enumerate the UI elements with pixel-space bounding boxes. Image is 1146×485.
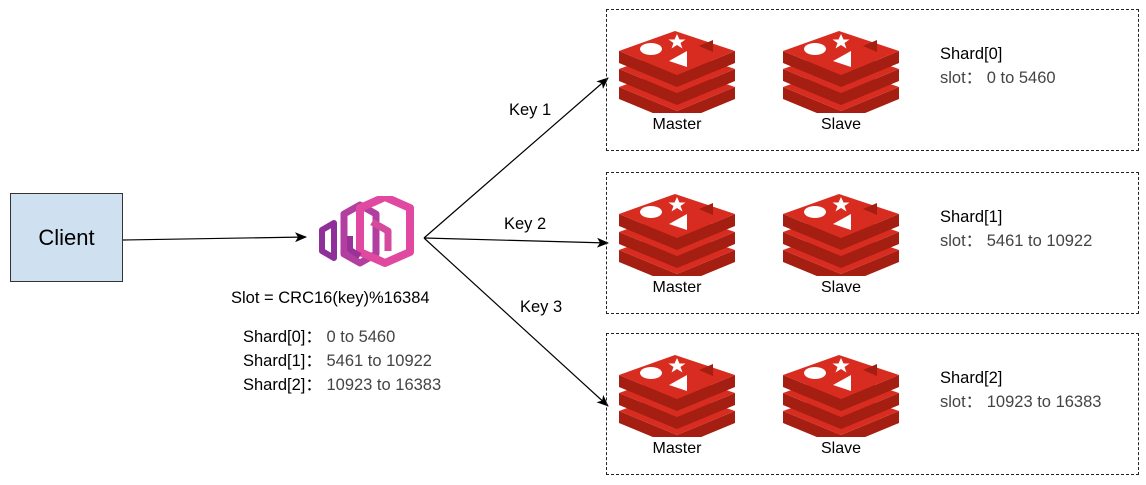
shard-slot-range: slot： 5461 to 10922 bbox=[940, 232, 1093, 250]
key2-arrow bbox=[423, 237, 609, 248]
slot-formula: Slot = CRC16(key)%16384 bbox=[231, 289, 430, 307]
shard-name: Shard[2] bbox=[940, 369, 1003, 387]
key2-label: Key 2 bbox=[504, 215, 547, 233]
slot-map-row-0: Shard[0]： 0 to 5460 bbox=[243, 325, 441, 349]
shard-slot-range: slot： 0 to 5460 bbox=[940, 69, 1056, 87]
shard-2-master-node[interactable]: Master bbox=[615, 337, 739, 461]
envoy-proxy-icon bbox=[319, 196, 414, 267]
redis-icon bbox=[783, 194, 899, 276]
shard-0-title: Shard[0] slot： 0 to 5460 bbox=[940, 42, 1056, 90]
slot-map-sep: ： bbox=[305, 376, 322, 394]
slave-label: Slave bbox=[820, 440, 862, 457]
slot-map-shard: Shard[0] bbox=[243, 328, 306, 346]
client-box[interactable]: Client bbox=[10, 193, 123, 282]
key1-arrow bbox=[423, 77, 609, 239]
master-label: Master bbox=[652, 116, 702, 133]
master-label: Master bbox=[652, 279, 702, 296]
slot-map-range: 0 to 5460 bbox=[326, 328, 396, 346]
redis-icon bbox=[783, 355, 899, 437]
shard-2-group[interactable]: Master Slave Shard[2] slot： 10923 to 163… bbox=[606, 333, 1139, 475]
shard-1-slave-node[interactable]: Slave bbox=[779, 176, 903, 300]
key3-arrow bbox=[423, 237, 609, 407]
slot-map-shard: Shard[1] bbox=[243, 352, 306, 370]
slot-map-row-2: Shard[2]： 10923 to 16383 bbox=[243, 373, 441, 397]
shard-0-slave-node[interactable]: Slave bbox=[779, 13, 903, 137]
slot-map-range: 5461 to 10922 bbox=[326, 352, 432, 370]
slave-label: Slave bbox=[820, 116, 862, 133]
shard-0-master-node[interactable]: Master bbox=[615, 13, 739, 137]
shard-1-group[interactable]: Master Slave Shard[1] slot： 5461 to 1092… bbox=[606, 172, 1139, 314]
shard-name: Shard[0] bbox=[940, 45, 1003, 63]
shard-slot-range: slot： 10923 to 16383 bbox=[940, 393, 1102, 411]
redis-icon bbox=[619, 355, 735, 437]
redis-icon bbox=[619, 194, 735, 276]
key3-label: Key 3 bbox=[520, 298, 563, 316]
redis-icon bbox=[619, 31, 735, 113]
shard-0-group[interactable]: Master Slave Shard[0] slot： 0 to 5460 bbox=[606, 9, 1139, 151]
slot-map-row-1: Shard[1]： 5461 to 10922 bbox=[243, 349, 441, 373]
slot-map-sep: ： bbox=[305, 352, 322, 370]
slot-map-table: Shard[0]： 0 to 5460 Shard[1]： 5461 to 10… bbox=[243, 325, 441, 397]
slave-label: Slave bbox=[820, 279, 862, 296]
shard-1-title: Shard[1] slot： 5461 to 10922 bbox=[940, 205, 1092, 253]
client-label: Client bbox=[38, 224, 95, 250]
client-to-proxy-arrow bbox=[122, 232, 307, 243]
shard-2-title: Shard[2] slot： 10923 to 16383 bbox=[940, 366, 1101, 414]
master-label: Master bbox=[652, 440, 702, 457]
shard-name: Shard[1] bbox=[940, 208, 1003, 226]
slot-map-range: 10923 to 16383 bbox=[326, 376, 442, 394]
key1-label: Key 1 bbox=[509, 101, 552, 119]
slot-map-shard: Shard[2] bbox=[243, 376, 306, 394]
redis-icon bbox=[783, 31, 899, 113]
shard-1-master-node[interactable]: Master bbox=[615, 176, 739, 300]
slot-map-sep: ： bbox=[305, 328, 322, 346]
shard-2-slave-node[interactable]: Slave bbox=[779, 337, 903, 461]
